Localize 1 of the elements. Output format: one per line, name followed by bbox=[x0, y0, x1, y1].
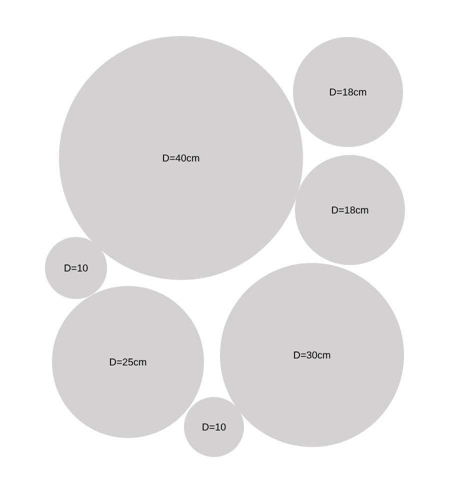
node-label: D=40cm bbox=[163, 154, 200, 162]
